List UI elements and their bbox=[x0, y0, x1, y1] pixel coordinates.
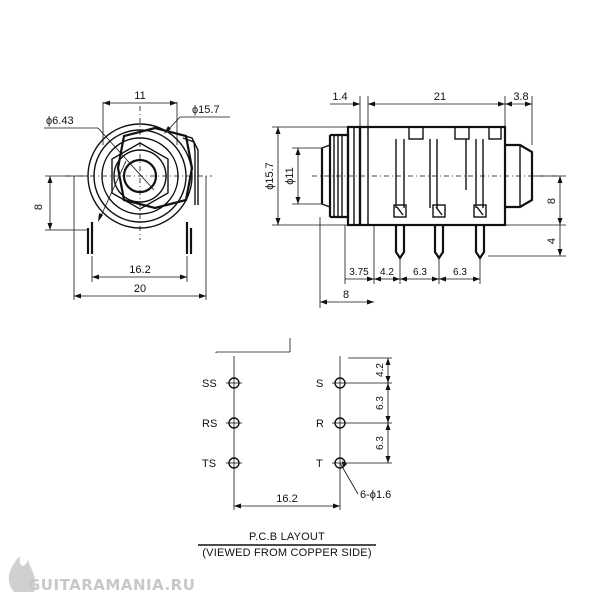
side-dim-phi11: ϕ11 bbox=[284, 167, 296, 185]
front-dim-phi157: ϕ15.7 bbox=[192, 104, 220, 116]
front-dim-8: 8 bbox=[33, 204, 45, 210]
pcb-dim-42: 4.2 bbox=[375, 363, 386, 377]
side-dim-4: 4 bbox=[546, 238, 558, 244]
side-dim-21: 21 bbox=[434, 91, 446, 103]
front-view: 11 ϕ15.7 ϕ6.43 8 16.2 20 bbox=[33, 90, 230, 300]
front-dim-20: 20 bbox=[134, 283, 146, 295]
front-dim-162: 16.2 bbox=[129, 264, 150, 276]
side-dim-phi157: ϕ15.7 bbox=[264, 162, 276, 190]
side-dim-42: 4.2 bbox=[380, 267, 394, 278]
pcb-dim-162: 16.2 bbox=[276, 493, 297, 505]
side-dim-8-right: 8 bbox=[546, 198, 558, 204]
pad-label-s: S bbox=[316, 378, 323, 390]
pad-label-ss: SS bbox=[202, 378, 217, 390]
side-dim-14: 1.4 bbox=[332, 91, 347, 103]
side-pin-1 bbox=[393, 204, 407, 260]
flame-logo bbox=[8, 556, 36, 592]
pcb-dim-63-b: 6.3 bbox=[375, 436, 386, 450]
pcb-caption-subtitle: (VIEWED FROM COPPER SIDE) bbox=[202, 547, 371, 559]
pcb-dim-63-a: 6.3 bbox=[375, 396, 386, 410]
pad-rs bbox=[226, 417, 242, 429]
pcb-hole-callout: 6-ϕ1.6 bbox=[360, 489, 391, 501]
pad-label-rs: RS bbox=[202, 418, 217, 430]
pad-ts bbox=[226, 457, 242, 469]
pcb-layout: SS RS TS S R T 4.2 6.3 6.3 6-ϕ1.6 16.2 P… bbox=[198, 338, 392, 559]
pad-s bbox=[332, 377, 348, 389]
side-dim-38: 3.8 bbox=[513, 91, 528, 103]
side-pin-2 bbox=[432, 204, 446, 260]
side-dim-375: 3.75 bbox=[349, 267, 369, 278]
side-dim-8-bottom: 8 bbox=[343, 289, 349, 301]
side-view: 1.4 21 3.8 ϕ15.7 ϕ11 8 4 bbox=[264, 91, 566, 308]
pad-label-t: T bbox=[316, 458, 323, 470]
front-dim-phi643: ϕ6.43 bbox=[46, 115, 74, 127]
side-dim-63-b: 6.3 bbox=[453, 267, 467, 278]
pad-r bbox=[332, 417, 348, 429]
side-dim-63-a: 6.3 bbox=[413, 267, 427, 278]
side-pin-3 bbox=[473, 204, 487, 260]
front-dim-11: 11 bbox=[134, 90, 145, 102]
inner-hex bbox=[111, 142, 169, 210]
watermark-text: GUITARAMANIA.RU bbox=[28, 576, 195, 594]
pad-ss bbox=[226, 377, 242, 389]
pad-label-r: R bbox=[316, 418, 324, 430]
watermark: GUITARAMANIA.RU bbox=[8, 556, 195, 594]
pcb-caption-title: P.C.B LAYOUT bbox=[249, 531, 325, 543]
pad-label-ts: TS bbox=[202, 458, 216, 470]
hex-nut bbox=[116, 126, 194, 210]
